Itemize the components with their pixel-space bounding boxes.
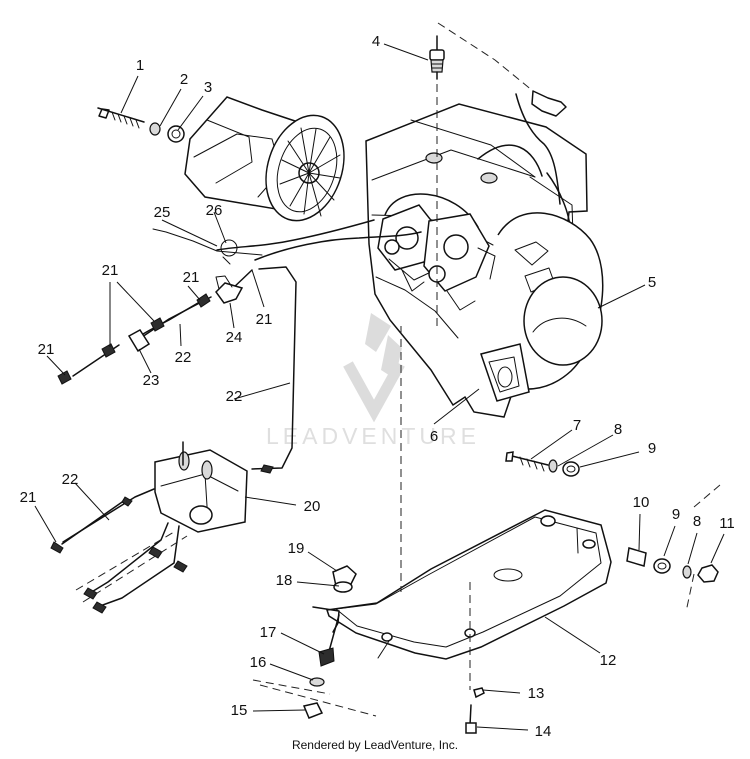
spark-plug	[429, 35, 445, 80]
callout-23: 23	[143, 372, 160, 389]
fuel-pump-and-lines	[50, 219, 422, 614]
footer-credit: Rendered by LeadVenture, Inc.	[291, 738, 459, 752]
callout-16: 16	[250, 654, 267, 671]
callout-19: 19	[288, 540, 305, 557]
callout-21-lower-left: 21	[20, 489, 37, 506]
watermark-logo: LEADVENTURE	[266, 313, 480, 449]
callout-21-right: 21	[256, 311, 273, 328]
engine-assembly	[365, 90, 604, 418]
bolt-washer-spacer	[97, 107, 185, 143]
callout-9-right: 9	[672, 506, 680, 523]
callout-12: 12	[600, 652, 617, 669]
callout-1: 1	[136, 57, 144, 74]
callout-15: 15	[231, 702, 248, 719]
skid-plate-and-mounts	[252, 22, 721, 717]
callout-22-upper: 22	[175, 349, 192, 366]
callout-18: 18	[276, 572, 293, 589]
callout-2: 2	[180, 71, 188, 88]
callout-8: 8	[614, 421, 622, 438]
callout-7: 7	[573, 417, 581, 434]
callout-21-upper-left: 21	[102, 262, 119, 279]
callout-21-middle: 21	[183, 269, 200, 286]
callout-13: 13	[528, 685, 545, 702]
callout-10: 10	[633, 494, 650, 511]
callout-4: 4	[372, 33, 380, 50]
mount-hardware-left	[302, 565, 485, 734]
callout-24: 24	[226, 329, 243, 346]
watermark-wordmark: LEADVENTURE	[266, 423, 480, 449]
callout-21-left: 21	[38, 341, 55, 358]
callout-11: 11	[719, 515, 735, 532]
callout-25: 25	[154, 204, 171, 221]
callout-labels: 1 2 3 4 5 6 7 8 9 10 9 8 11 12 13 14 15 …	[20, 33, 735, 740]
callout-14: 14	[535, 723, 552, 740]
callout-6: 6	[430, 428, 438, 445]
callout-22-fuel-line: 22	[226, 388, 243, 405]
callout-26: 26	[206, 202, 223, 219]
mount-hardware-right	[505, 451, 719, 583]
callout-leader-lines	[34, 43, 725, 731]
callout-22-lower-left: 22	[62, 471, 79, 488]
callout-20: 20	[304, 498, 321, 515]
callout-5: 5	[648, 274, 656, 291]
callout-3: 3	[204, 79, 212, 96]
callout-17: 17	[260, 624, 277, 641]
clutch-drive	[184, 96, 345, 222]
callout-9: 9	[648, 440, 656, 457]
callout-8-right: 8	[693, 513, 701, 530]
